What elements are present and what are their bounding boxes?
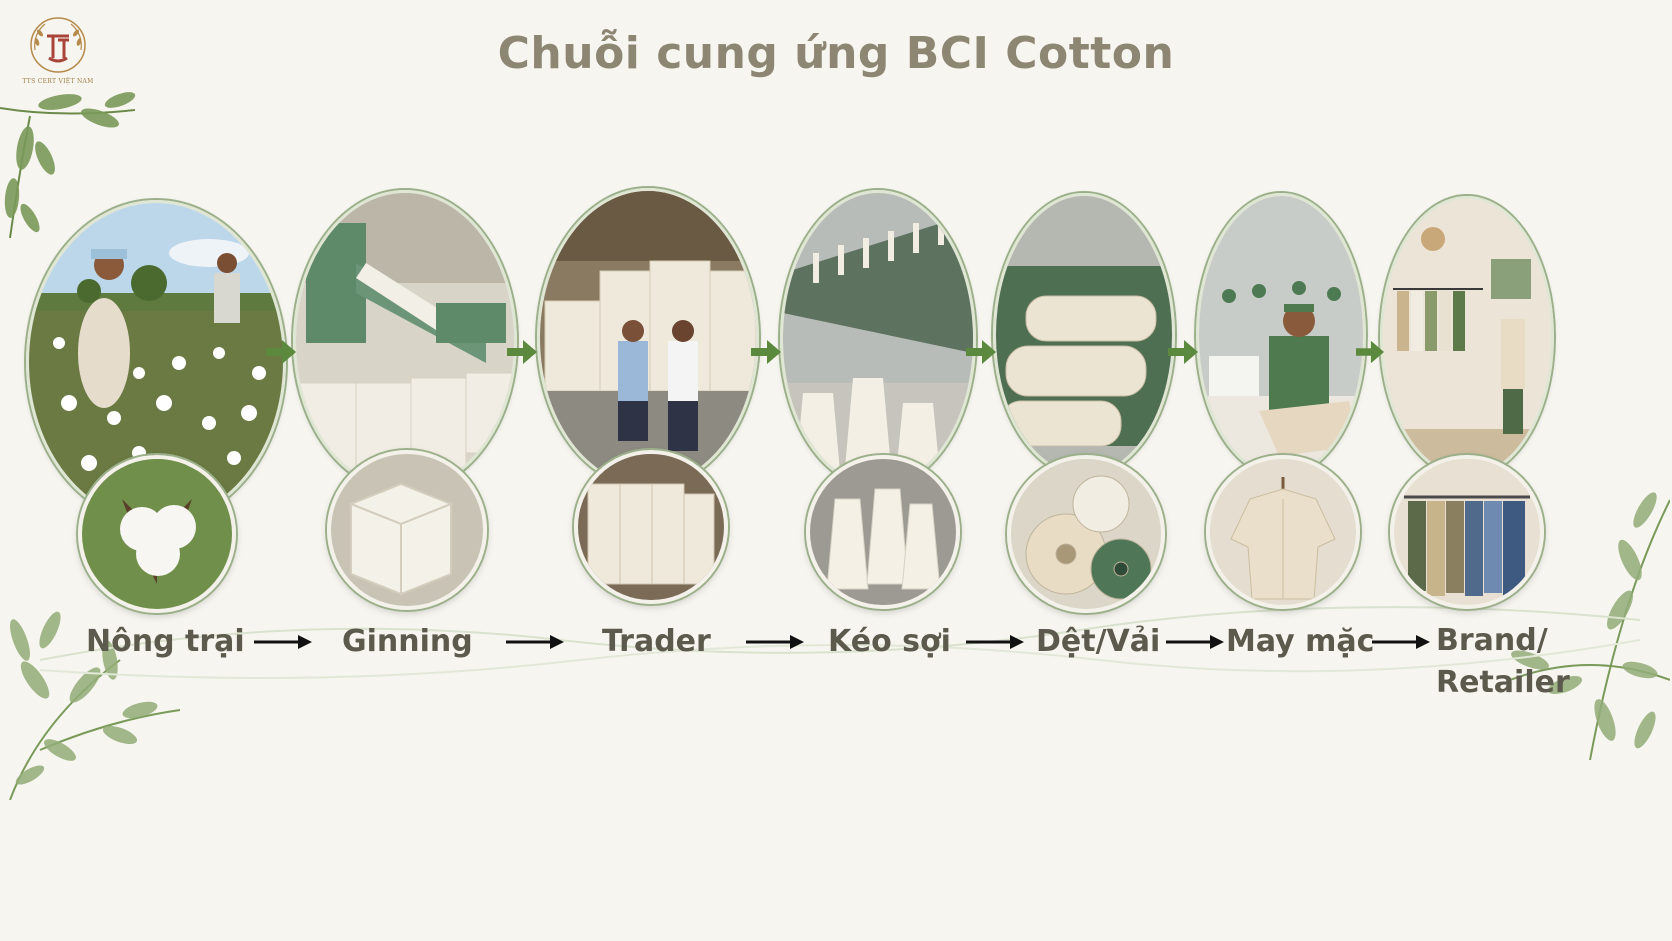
flow-arrow-4-icon (966, 340, 996, 364)
sewing-workshop-icon (1199, 196, 1363, 474)
stage-farm-detail (78, 455, 236, 613)
bale-stacks-icon (578, 454, 724, 600)
stage-ginning-photo (293, 190, 517, 492)
ribbon-wave-icon (39, 606, 1641, 679)
stage-label-trader: Trader (602, 624, 711, 659)
warehouse-traders-icon (540, 191, 756, 485)
stage-label-brand: Brand/ Retailer (1436, 623, 1570, 700)
label-arrow-5-icon (1166, 635, 1224, 649)
stage-spinning-photo (780, 190, 976, 488)
stage-label-ginning: Ginning (342, 624, 473, 659)
stage-trader-photo (537, 188, 759, 488)
weaving-rolls-icon (996, 196, 1172, 474)
stage-label-weaving: Dệt/Vải (1036, 624, 1161, 659)
stage-weaving-photo (993, 193, 1175, 477)
stage-ginning-detail (327, 450, 487, 610)
stage-brand-detail (1390, 455, 1544, 609)
shirt-icon (1210, 459, 1356, 605)
leaves-top-left-icon (0, 92, 136, 239)
label-arrow-6-icon (1372, 635, 1430, 649)
clothes-rack-icon (1394, 459, 1540, 605)
logo-caption: TTS CERT VIỆT NAM (22, 78, 94, 85)
stage-garment-detail (1206, 455, 1360, 609)
label-arrow-3-icon (746, 635, 804, 649)
spinning-mill-icon (783, 193, 973, 485)
retail-store-icon (1383, 199, 1551, 475)
leaves-right-icon (1509, 492, 1670, 761)
label-arrow-1-icon (254, 635, 312, 649)
cotton-boll-icon (82, 459, 232, 609)
page-title: Chuỗi cung ứng BCI Cotton (497, 28, 1175, 79)
label-arrow-2-icon (506, 635, 564, 649)
ginning-machine-icon (296, 193, 514, 489)
stage-trader-detail (574, 450, 728, 604)
label-arrow-4-icon (966, 635, 1024, 649)
stage-brand-photo (1380, 196, 1554, 478)
flow-arrow-5-icon (1168, 340, 1198, 364)
fabric-rolls-icon (1011, 459, 1161, 609)
flow-arrow-3-icon (751, 340, 781, 364)
stage-label-garment: May mặc (1226, 624, 1375, 659)
yarn-cones-icon (810, 459, 956, 605)
flow-arrow-2-icon (507, 340, 537, 364)
stage-garment-photo (1196, 193, 1366, 477)
stage-label-spinning: Kéo sợi (828, 624, 951, 659)
leaves-bottom-left-icon (9, 611, 181, 800)
logo-emblem-icon (30, 17, 86, 73)
flow-arrow-1-icon (266, 340, 296, 364)
stage-spinning-detail (806, 455, 960, 609)
stage-label-farm: Nông trại (86, 624, 245, 659)
flow-arrow-6-icon (1356, 340, 1384, 364)
cotton-bales-icon (331, 454, 483, 606)
logo: TTS CERT VIỆT NAM (18, 14, 98, 85)
stage-weaving-detail (1007, 455, 1165, 613)
